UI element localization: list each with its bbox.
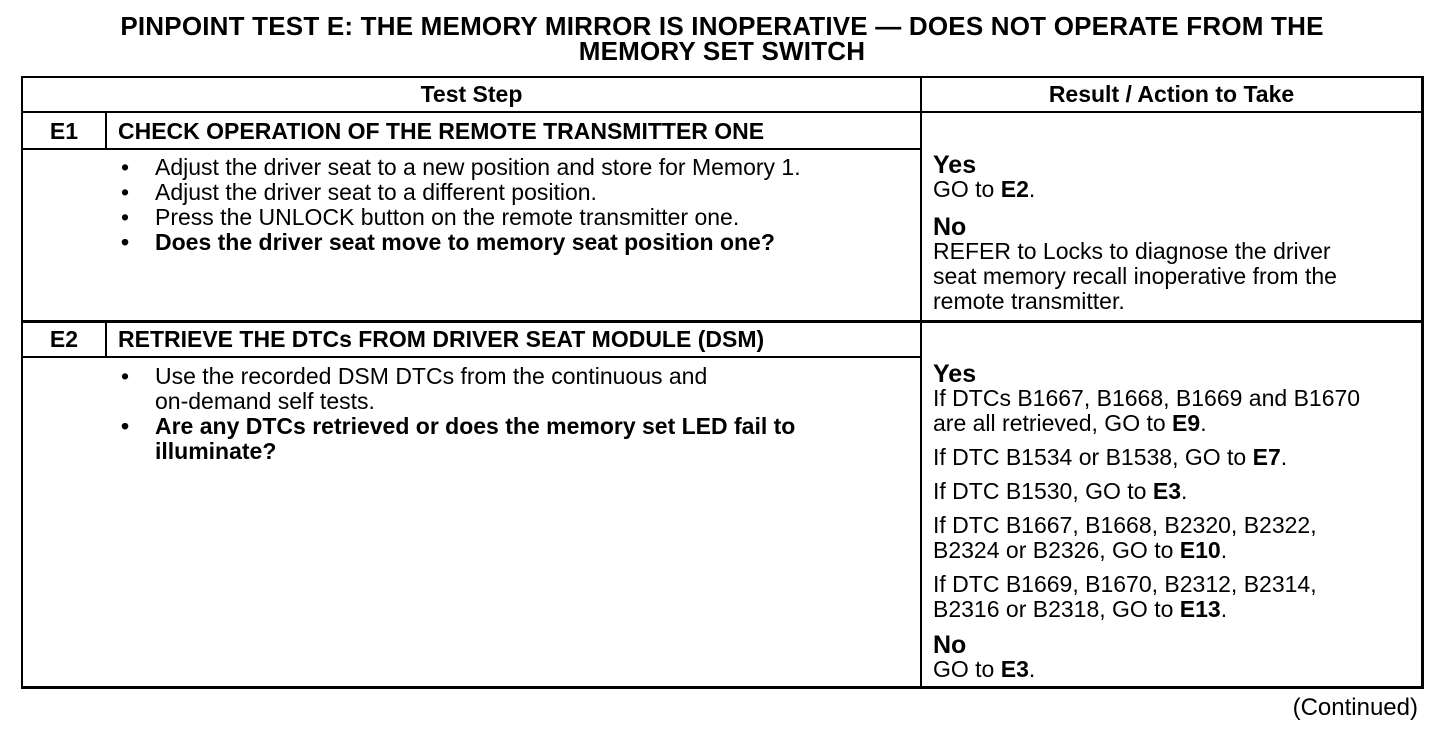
- e1-heading-separator: [21, 148, 921, 150]
- test-step-header: Test Step: [420, 81, 523, 107]
- page-title: PINPOINT TEST E: THE MEMORY MIRROR IS IN…: [0, 11, 1444, 66]
- list-item: •Use the recorded DSM DTCs from the cont…: [120, 363, 708, 389]
- no-label: No: [933, 213, 967, 241]
- table-border-top: [21, 76, 1424, 78]
- e2-step-heading: RETRIEVE THE DTCs FROM DRIVER SEAT MODUL…: [118, 326, 765, 352]
- continued-label: (Continued): [1292, 694, 1418, 721]
- table-border-bottom: [21, 686, 1424, 689]
- pinpoint-test-table: Test Step Result / Action to Take E1 CHE…: [21, 76, 1424, 689]
- result-dtc-group-e10: If DTC B1667, B1668, B2320, B2322, B2324…: [933, 512, 1317, 563]
- list-item: •Does the driver seat move to memory sea…: [120, 229, 775, 255]
- yes-action: GO to E2.: [933, 176, 1036, 202]
- step-separator: [21, 320, 1424, 323]
- yes-label: Yes: [933, 151, 977, 179]
- e1-step-heading: CHECK OPERATION OF THE REMOTE TRANSMITTE…: [118, 118, 765, 144]
- e2-step-id: E2: [49, 326, 79, 352]
- list-item-continuation: illuminate?: [155, 438, 277, 464]
- e1-step-id: E1: [49, 118, 79, 144]
- table-border-left: [21, 76, 23, 689]
- e2-heading-separator: [21, 356, 921, 358]
- title-line-1: PINPOINT TEST E: THE MEMORY MIRROR IS IN…: [120, 11, 1324, 41]
- e1-id-divider: [105, 113, 107, 149]
- result-dtc-b1530: If DTC B1530, GO to E3.: [933, 478, 1188, 504]
- list-item: •Press the UNLOCK button on the remote t…: [120, 204, 740, 230]
- title-line-2: MEMORY SET SWITCH: [578, 36, 866, 66]
- e2-results: Yes If DTCs B1667, B1668, B1669 and B167…: [933, 362, 1413, 682]
- list-item: •Are any DTCs retrieved or does the memo…: [120, 413, 796, 439]
- result-dtc-group-e13: If DTC B1669, B1670, B2312, B2314, B2316…: [933, 571, 1317, 622]
- list-item: •Adjust the driver seat to a new positio…: [120, 154, 801, 180]
- result-header: Result / Action to Take: [1048, 81, 1295, 107]
- e2-id-divider: [105, 322, 107, 358]
- header-separator: [21, 111, 1424, 113]
- result-dtc-all: If DTCs B1667, B1668, B1669 and B1670 ar…: [933, 385, 1361, 436]
- e2-instructions: •Use the recorded DSM DTCs from the cont…: [118, 364, 908, 464]
- table-border-right: [1421, 76, 1424, 689]
- e1-results: Yes GO to E2. No REFER to Locks to diagn…: [933, 153, 1413, 314]
- e1-instructions: •Adjust the driver seat to a new positio…: [118, 155, 908, 255]
- no-action: GO to E3.: [933, 656, 1036, 682]
- no-label: No: [933, 631, 967, 659]
- result-dtc-b1534: If DTC B1534 or B1538, GO to E7.: [933, 444, 1288, 470]
- column-divider: [920, 76, 922, 689]
- list-item-continuation: on-demand self tests.: [155, 388, 375, 414]
- no-action: REFER to Locks to diagnose the driver se…: [933, 238, 1337, 314]
- yes-label: Yes: [933, 360, 977, 388]
- list-item: •Adjust the driver seat to a different p…: [120, 179, 597, 205]
